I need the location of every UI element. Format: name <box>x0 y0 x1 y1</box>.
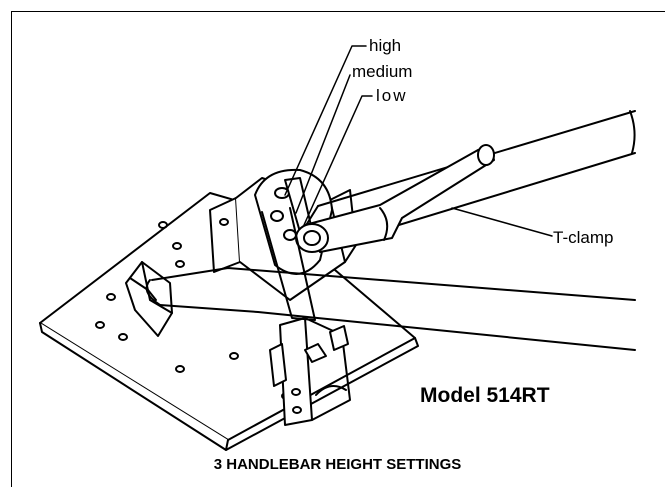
callout-low: low <box>376 86 408 105</box>
leader-low <box>303 95 373 226</box>
callout-high: high <box>369 36 402 55</box>
left-bracket <box>125 261 173 337</box>
lower-tube <box>145 267 636 351</box>
figure-caption: 3 HANDLEBAR HEIGHT SETTINGS <box>213 456 462 473</box>
leader-t-clamp <box>451 207 553 237</box>
callout-leaders <box>284 45 553 237</box>
frame-border <box>11 11 665 487</box>
model-label: Model 514RT <box>420 384 550 407</box>
lower-support <box>269 317 351 426</box>
callout-t-clamp: T-clamp <box>553 228 614 247</box>
leader-medium <box>295 74 351 214</box>
connecting-arm <box>261 207 316 321</box>
t-clamp-lever <box>295 144 495 253</box>
callout-medium: medium <box>352 62 413 81</box>
leader-high <box>284 45 367 196</box>
